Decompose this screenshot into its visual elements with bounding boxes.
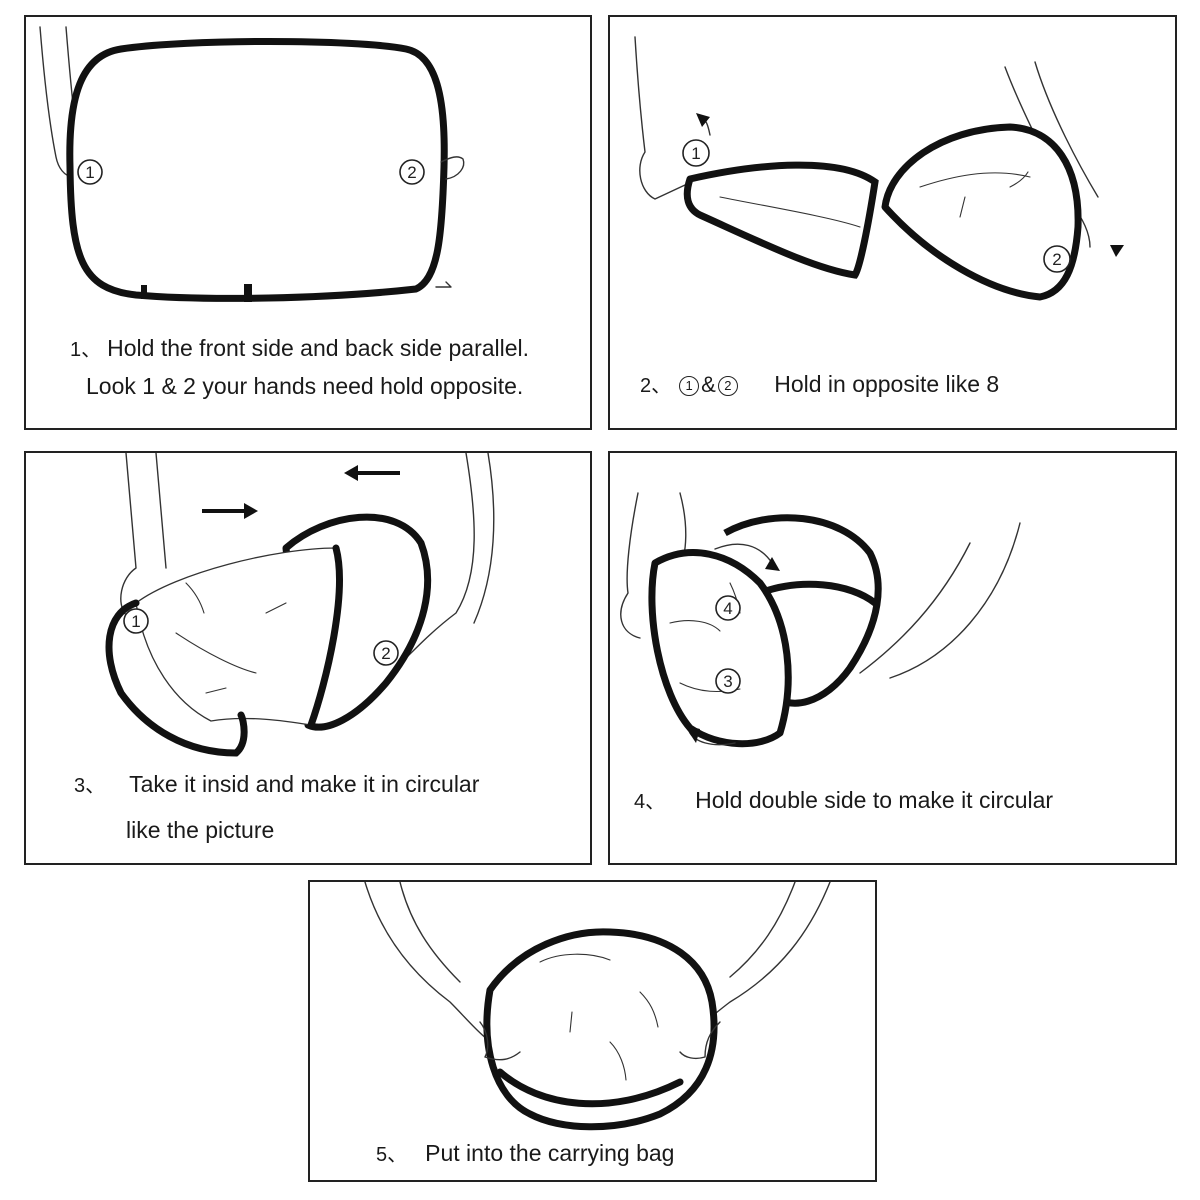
marker-3-icon: 3 bbox=[716, 669, 740, 693]
step-3-illustration: 1 2 bbox=[26, 453, 590, 863]
marker-2-icon: 2 bbox=[374, 641, 398, 665]
marker-2-icon: 2 bbox=[400, 160, 424, 184]
step-2-panel: 1 2 2、1&2 Hold in opposite like 8 bbox=[608, 15, 1177, 430]
step-3-caption-line-2: like the picture bbox=[126, 817, 274, 843]
step-3-panel: 1 2 3、Take it insid and make it in circu… bbox=[24, 451, 592, 865]
step-3-caption-line-1: 3、Take it insid and make it in circular bbox=[74, 771, 479, 798]
step-1-caption-line-1: 1、Hold the front side and back side para… bbox=[70, 335, 529, 362]
svg-text:1: 1 bbox=[85, 163, 94, 182]
step-1-illustration: 1 2 bbox=[26, 17, 590, 428]
marker-1-icon: 1 bbox=[683, 140, 709, 166]
marker-1-icon: 1 bbox=[78, 160, 102, 184]
step-5-panel: 5、Put into the carrying bag bbox=[308, 880, 877, 1182]
svg-text:2: 2 bbox=[381, 644, 390, 663]
circled-2-icon: 2 bbox=[718, 376, 738, 396]
circled-1-icon: 1 bbox=[679, 376, 699, 396]
svg-text:1: 1 bbox=[691, 144, 700, 163]
step-2-illustration: 1 2 bbox=[610, 17, 1175, 428]
step-5-illustration bbox=[310, 882, 875, 1180]
svg-text:3: 3 bbox=[723, 672, 732, 691]
step-1-caption-line-2: Look 1 & 2 your hands need hold opposite… bbox=[86, 373, 523, 399]
svg-text:2: 2 bbox=[407, 163, 416, 182]
svg-text:1: 1 bbox=[131, 612, 140, 631]
step-4-caption: 4、Hold double side to make it circular bbox=[634, 787, 1053, 814]
step-1-panel: 1 2 1、Hold the front side and back side … bbox=[24, 15, 592, 430]
step-4-panel: 4 3 4、Hold double side to make it circul… bbox=[608, 451, 1177, 865]
marker-2-icon: 2 bbox=[1044, 246, 1070, 272]
svg-text:2: 2 bbox=[1052, 250, 1061, 269]
step-5-caption: 5、Put into the carrying bag bbox=[376, 1140, 674, 1167]
marker-1-icon: 1 bbox=[124, 609, 148, 633]
marker-4-icon: 4 bbox=[716, 596, 740, 620]
svg-text:4: 4 bbox=[723, 599, 732, 618]
step-2-caption: 2、1&2 Hold in opposite like 8 bbox=[640, 371, 999, 398]
